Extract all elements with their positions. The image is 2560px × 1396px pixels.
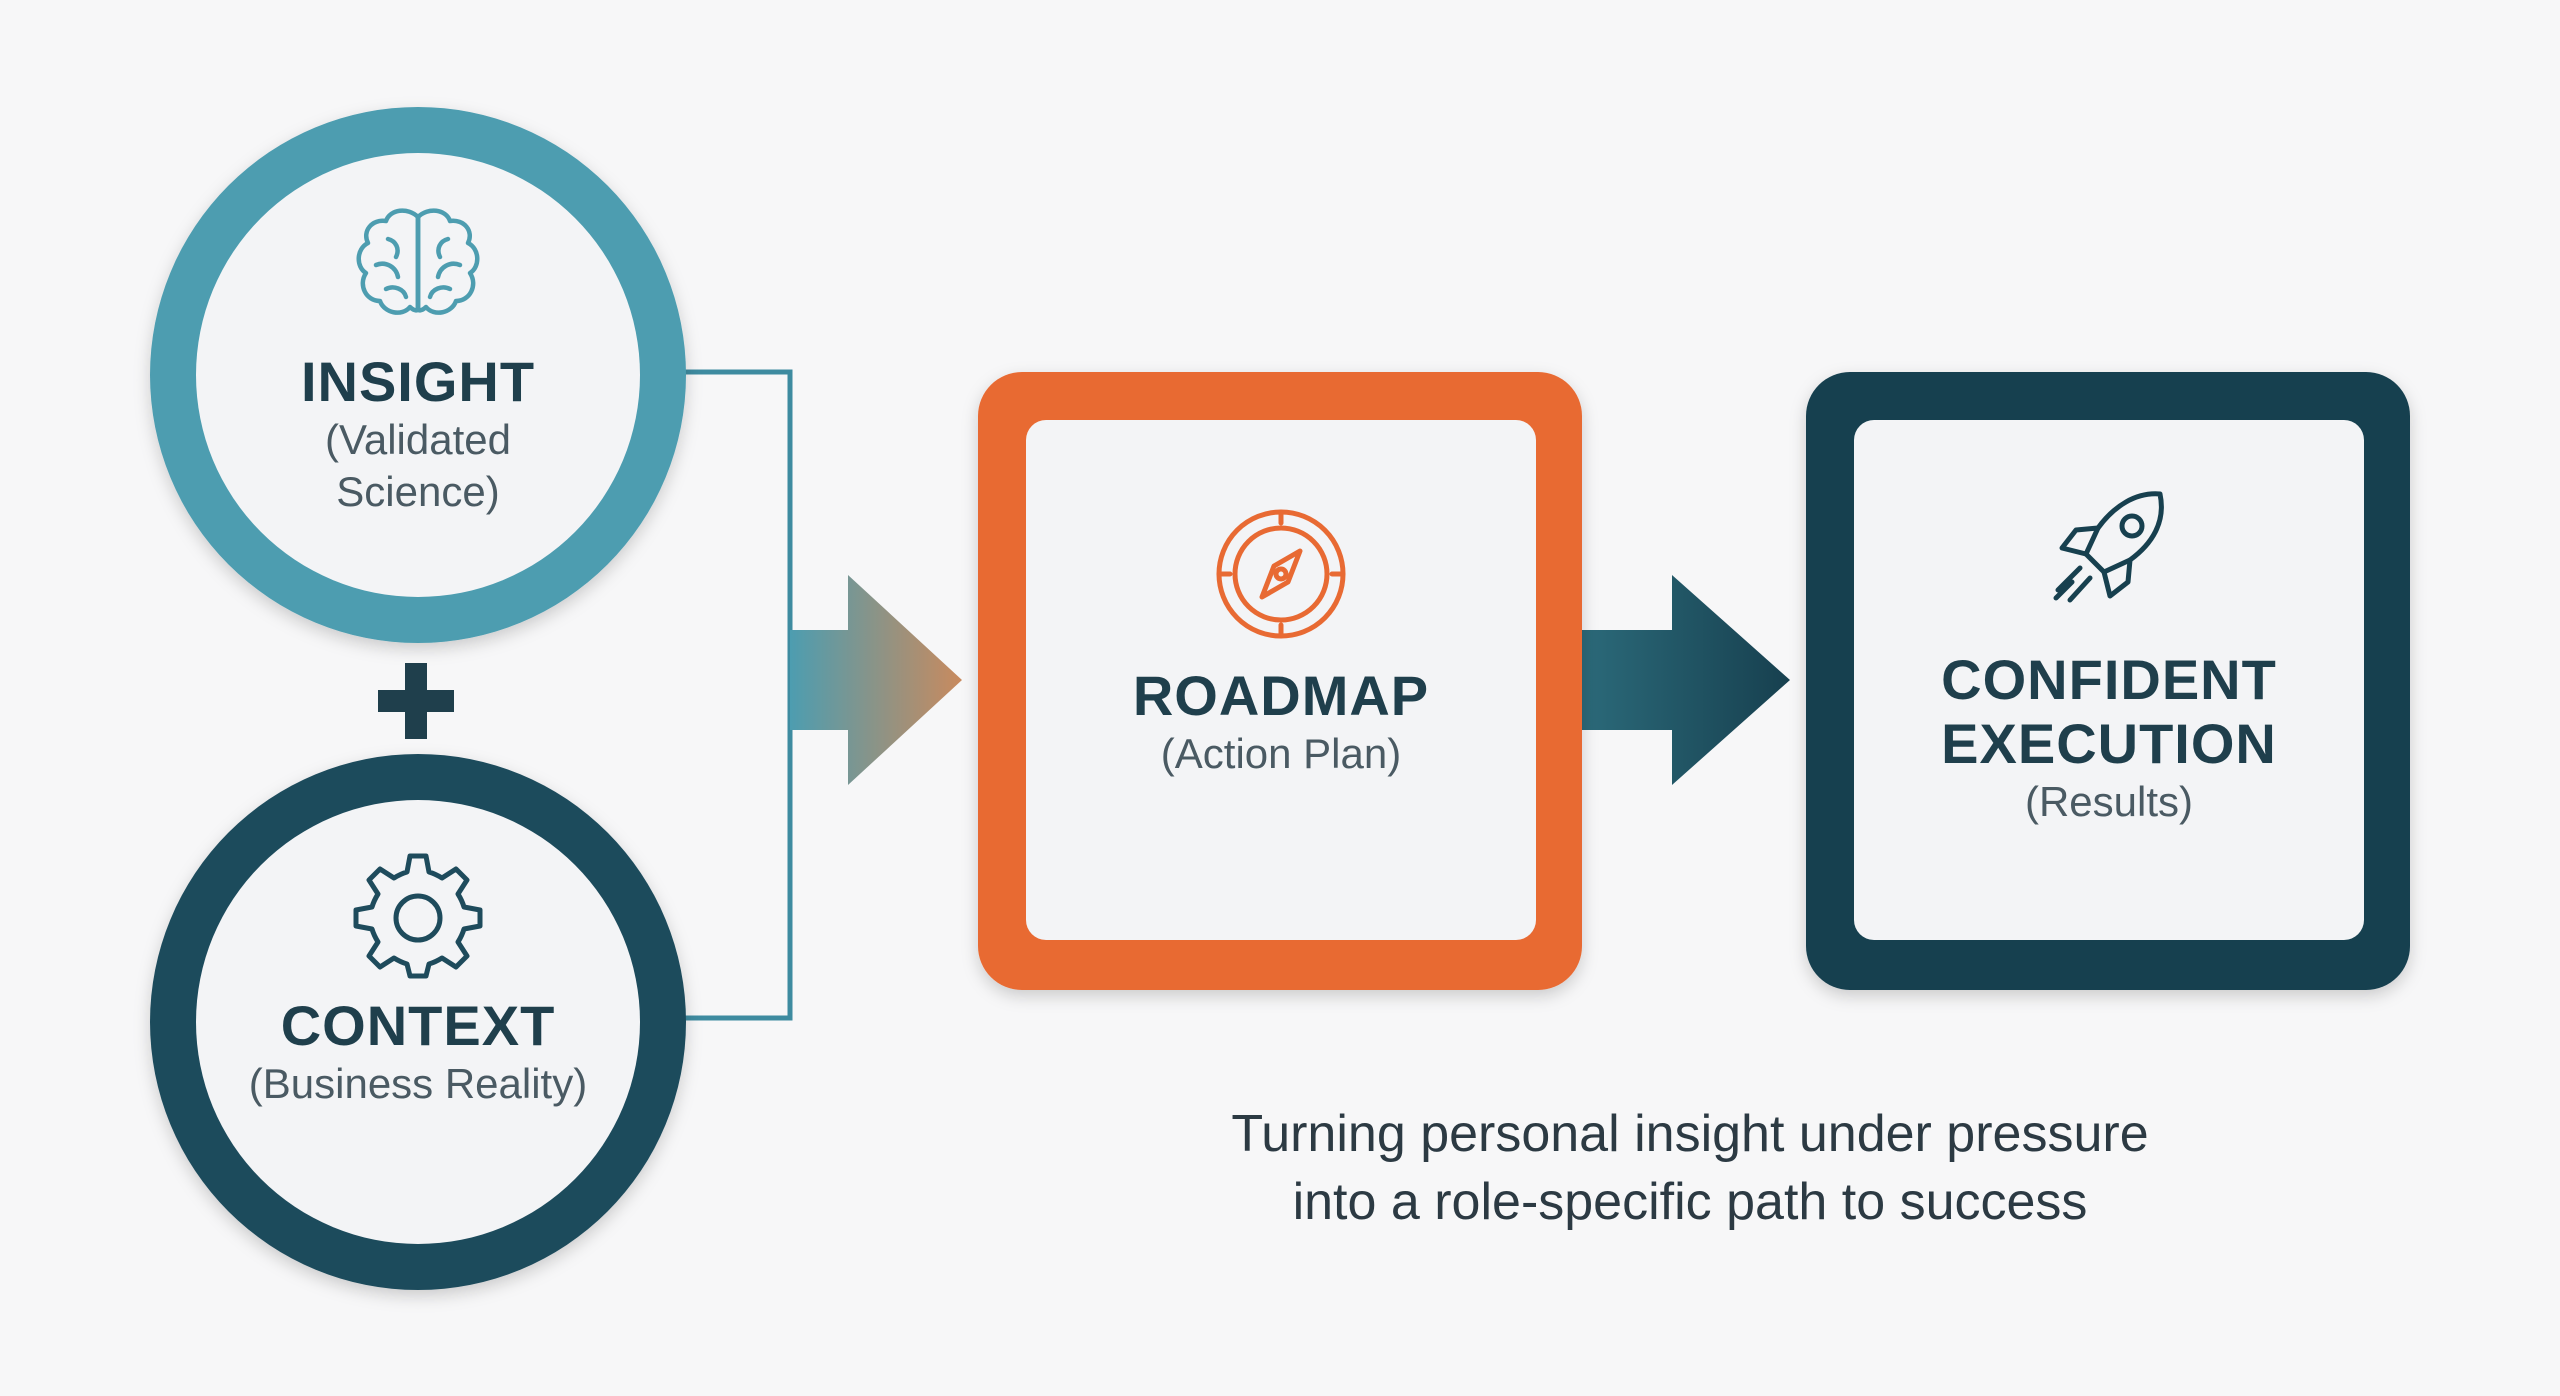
execution-node-shape (1806, 372, 2410, 990)
insight-sub-line2: Science) (336, 468, 500, 515)
insight-node-shape (150, 107, 686, 643)
context-sub-line1: (Business Reality) (248, 1060, 588, 1107)
insight-node: INSIGHT (Validated Science) (218, 350, 618, 518)
context-title: CONTEXT (280, 994, 556, 1057)
roadmap-node: ROADMAP (Action Plan) (1046, 664, 1516, 780)
arrow-to-execution (1540, 575, 1790, 785)
roadmap-title: ROADMAP (1132, 664, 1430, 727)
rocket-icon (2053, 491, 2164, 603)
execution-title-line2: EXECUTION (1941, 712, 2277, 775)
execution-title-line1: CONFIDENT (1941, 648, 2277, 711)
brain-icon (356, 208, 480, 315)
execution-sub-line1: (Results) (2024, 778, 2194, 825)
execution-node: CONFIDENT EXECUTION (Results) (1874, 648, 2344, 828)
gear-icon (353, 853, 483, 979)
caption-line2: into a role-specific path to success (1292, 1173, 2088, 1231)
plus-operator (378, 663, 454, 739)
caption-line1: Turning personal insight under pressure (1231, 1105, 2149, 1163)
caption: Turning personal insight under pressure … (1030, 1100, 2350, 1236)
context-node: CONTEXT (Business Reality) (198, 994, 638, 1110)
context-node-shape (150, 754, 686, 1290)
connector-bracket (670, 369, 793, 1021)
insight-sub-line1: (Validated (324, 416, 511, 463)
roadmap-sub-line1: (Action Plan) (1160, 730, 1402, 777)
insight-title: INSIGHT (300, 350, 536, 413)
arrow-to-roadmap (790, 575, 962, 785)
compass-icon (1216, 509, 1346, 639)
roadmap-node-shape (978, 372, 1582, 990)
